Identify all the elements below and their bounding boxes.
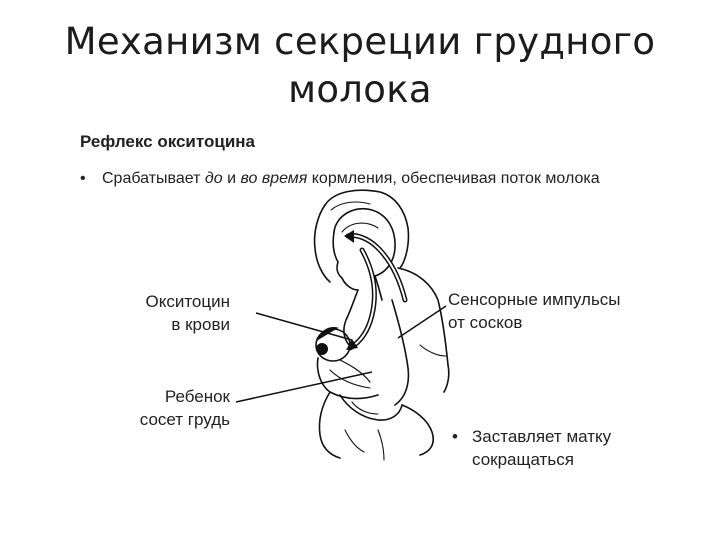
baby-pointer-line: [236, 372, 372, 402]
mother-lap: [319, 392, 340, 458]
oxytocin-label-line-1: Окситоцин: [120, 290, 230, 313]
oxytocin-release-path: [350, 250, 374, 348]
sensory-label-line-1: Сенсорные импульсы: [448, 288, 668, 311]
oxytocin-label: Окситоцин в крови: [120, 290, 230, 336]
mother-head: [334, 209, 395, 276]
uterus-label-line-2: сокращаться: [452, 448, 672, 471]
baby-label-line-2: сосет грудь: [110, 408, 230, 431]
sensory-label-line-2: от сосков: [448, 311, 668, 334]
uterus-bullet-marker: •: [452, 425, 472, 448]
mother-face: [333, 232, 358, 290]
baby-label: Ребенок сосет грудь: [110, 385, 230, 431]
sensory-label: Сенсорные импульсы от сосков: [448, 288, 668, 334]
sensory-pointer-line: [398, 306, 446, 338]
oxytocin-label-line-2: в крови: [120, 313, 230, 336]
oxytocin-pointer-line: [256, 313, 352, 340]
uterus-label-line-1: Заставляет матку: [472, 427, 611, 446]
uterus-bullet: •Заставляет матку сокращаться: [452, 425, 672, 471]
mother-arm: [392, 300, 408, 405]
baby-label-line-1: Ребенок: [110, 385, 230, 408]
arrow-head-brain: [344, 230, 354, 243]
